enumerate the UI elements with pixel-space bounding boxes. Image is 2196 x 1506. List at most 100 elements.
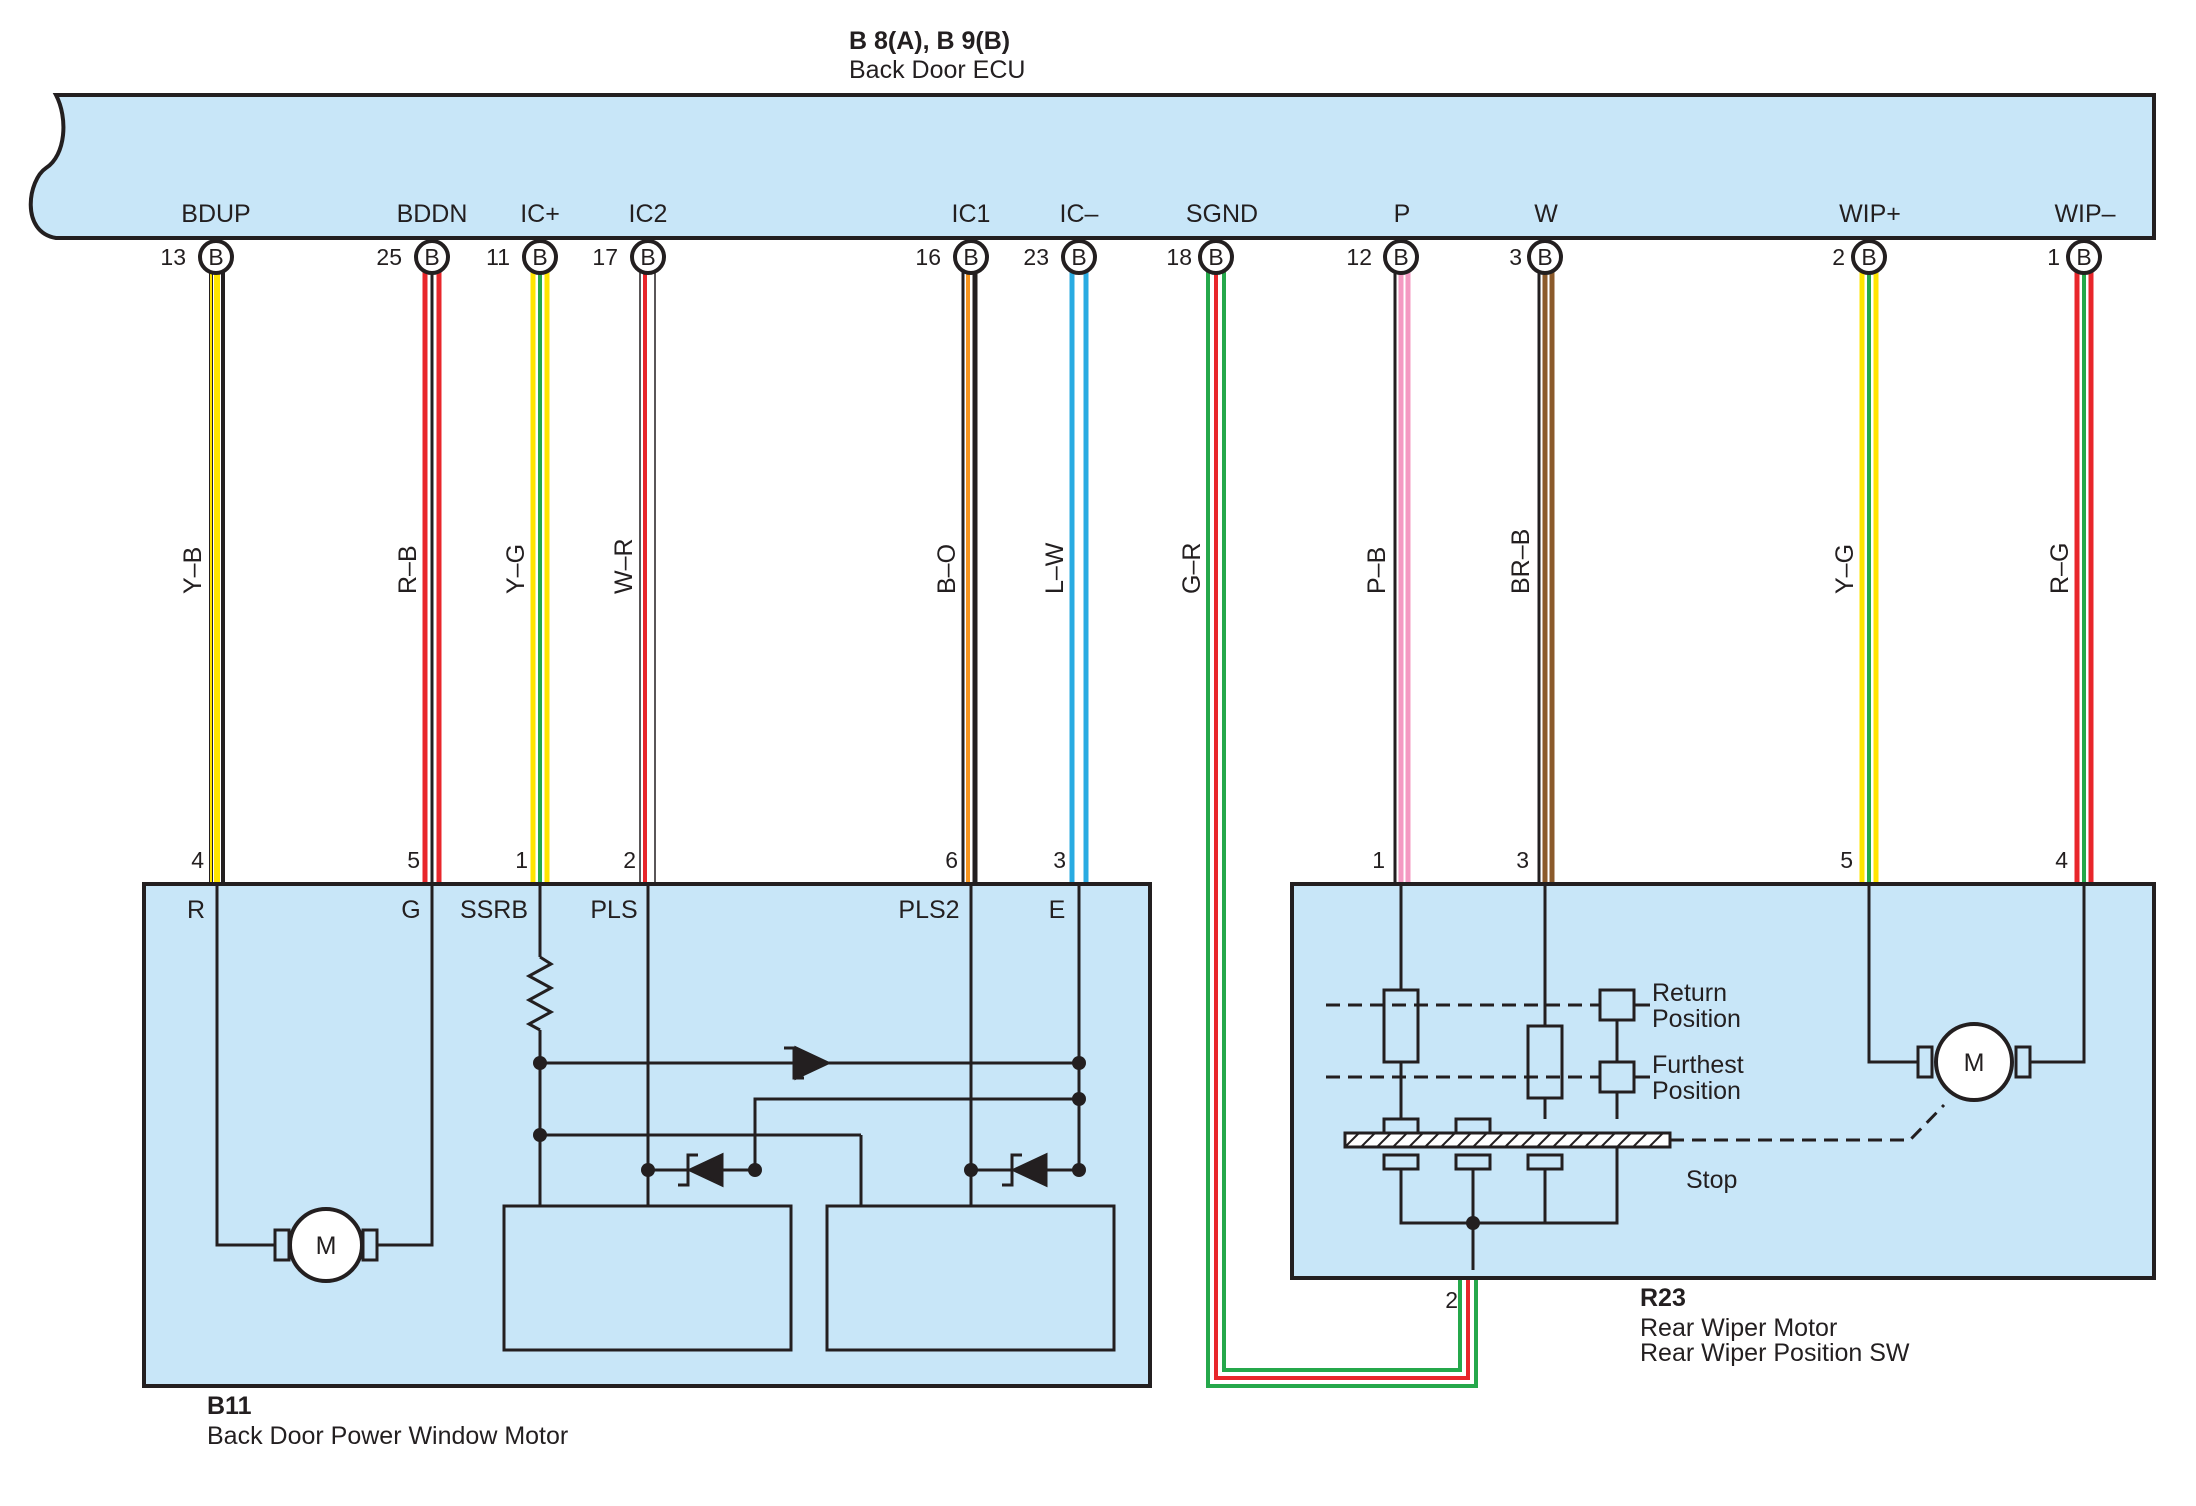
wiper-motor-box [1290, 882, 2156, 1280]
ecu-connector-title: B 8(A), B 9(B) [849, 27, 1010, 55]
ecu-pin-connector: B [640, 244, 655, 270]
window-motor-terminal: SSRB [460, 896, 528, 924]
ecu-pin-connector: B [2076, 244, 2091, 270]
window-motor-code: B11 [207, 1392, 252, 1420]
wiper-dashed-lines [1326, 1003, 1946, 1142]
window-motor-pin: 5 [407, 847, 420, 873]
ecu-body [28, 93, 2156, 240]
window-motor-pin: 2 [623, 847, 636, 873]
ecu-terminal-label: BDUP [181, 200, 250, 228]
wire-sgnd [1206, 258, 1478, 1388]
ecu-pin-number: 18 [1166, 244, 1192, 270]
wire-bddn [422, 258, 442, 884]
ecu-terminal-pin: B [1527, 239, 1563, 275]
ecu-pin-connector: B [424, 244, 439, 270]
window-motor-terminal: R [187, 896, 205, 924]
ecu-name: Back Door ECU [849, 56, 1025, 84]
ecu-pin-connector: B [208, 244, 223, 270]
ecu-pin-connector: B [1393, 244, 1408, 270]
window-motor-terminal: PLS2 [898, 896, 959, 924]
ecu-pin-number: 3 [1509, 244, 1522, 270]
ecu-terminal-pin: B [522, 239, 558, 275]
ecu-pin-connector: B [1208, 244, 1223, 270]
ecu-pin-connector: B [963, 244, 978, 270]
wiper-ground-pin: 2 [1445, 1287, 1458, 1313]
label-return-position: Position [1652, 1005, 1741, 1033]
window-motor-terminal: E [1049, 896, 1066, 924]
wiper-motor-symbol: M [1916, 1022, 2032, 1102]
wiper-motor-circuit [1867, 884, 2086, 1064]
ecu-pin-connector: B [532, 244, 547, 270]
ecu-terminal-label: BDDN [397, 200, 468, 228]
label-return: Return [1652, 979, 1727, 1007]
ecu-pin-number: 2 [1832, 244, 1845, 270]
wire-code-label: Y–G [502, 544, 530, 594]
wire-code-label: W–R [610, 538, 638, 594]
ecu-terminal-label: W [1534, 200, 1558, 228]
ecu-terminal-pin: B [2066, 239, 2102, 275]
ecu-pin-number: 25 [376, 244, 402, 270]
label-furthest: Furthest [1652, 1051, 1744, 1079]
ecu-pin-number: 12 [1346, 244, 1372, 270]
wire-code-label: Y–B [179, 547, 207, 594]
window-motor-symbol: M [273, 1207, 379, 1283]
ecu-pin-number: 16 [915, 244, 941, 270]
window-motor-pin: 6 [945, 847, 958, 873]
wiper-motor-pin: 1 [1372, 847, 1385, 873]
ecu-terminal-pin: B [1383, 239, 1419, 275]
ecu-terminal-pin: B [1061, 239, 1097, 275]
wire-icminus [1069, 258, 1089, 884]
window-motor-name: Back Door Power Window Motor [207, 1422, 568, 1450]
ecu-terminal-label: WIP– [2054, 200, 2115, 228]
ecu-pin-number: 11 [486, 244, 510, 270]
wire-ic1 [961, 258, 978, 884]
window-motor-pin: 1 [515, 847, 528, 873]
label-stop: Stop [1686, 1166, 1737, 1194]
window-motor-pin: 3 [1053, 847, 1066, 873]
ecu-terminal-pin: B [414, 239, 450, 275]
ecu-terminal-pin: B [1198, 239, 1234, 275]
ecu-pin-number: 13 [160, 244, 186, 270]
motor-m-label: M [1964, 1049, 1985, 1077]
wiper-motor-code: R23 [1640, 1284, 1686, 1312]
wire-code-label: G–R [1178, 543, 1206, 594]
wire-w [1537, 258, 1555, 884]
wire-code-label: Y–G [1831, 544, 1859, 594]
ecu-terminal-pin: B [198, 239, 234, 275]
window-motor-pin: 4 [191, 847, 204, 873]
wire-wipplus [1859, 258, 1879, 884]
motor-m-label: M [316, 1232, 337, 1260]
ecu-pin-connector: B [1071, 244, 1086, 270]
wiper-motor-name: Rear Wiper Motor [1640, 1314, 1837, 1342]
ecu-terminal-pin: B [953, 239, 989, 275]
wire-code-label: R–G [2046, 543, 2074, 594]
window-motor-terminal: G [401, 896, 420, 924]
ecu-terminal-label: IC+ [520, 200, 560, 228]
ecu-terminal-pin: B [630, 239, 666, 275]
wiper-motor-pin: 3 [1516, 847, 1529, 873]
ecu-terminal-label: IC– [1060, 200, 1099, 228]
ecu-pin-connector: B [1861, 244, 1876, 270]
wiper-motor-name-2: Rear Wiper Position SW [1640, 1339, 1910, 1367]
wire-code-label: B–O [933, 544, 961, 594]
wire-ic2 [639, 258, 656, 884]
wire-code-label: L–W [1041, 542, 1069, 594]
wire-code-label: BR–B [1507, 529, 1535, 594]
label-furthest-position: Position [1652, 1077, 1741, 1105]
junction-dot [1466, 1216, 1480, 1230]
wire-bdup [209, 258, 225, 884]
ecu-terminal-label: P [1394, 200, 1411, 228]
window-motor-terminal: PLS [590, 896, 637, 924]
wiper-motor-pin: 4 [2055, 847, 2068, 873]
wire-wipminus [2074, 258, 2094, 884]
wire-code-label: P–B [1363, 547, 1391, 594]
wiper-position-switch [1382, 884, 1650, 1270]
wire-p [1393, 258, 1411, 884]
ecu-terminal-pin: B [1851, 239, 1887, 275]
ecu-terminal-label: IC2 [629, 200, 668, 228]
ecu-pin-number: 1 [2047, 244, 2060, 270]
ecu-pin-number: 23 [1023, 244, 1049, 270]
wiper-motor-pin: 5 [1840, 847, 1853, 873]
ecu-terminal-label: SGND [1186, 200, 1258, 228]
